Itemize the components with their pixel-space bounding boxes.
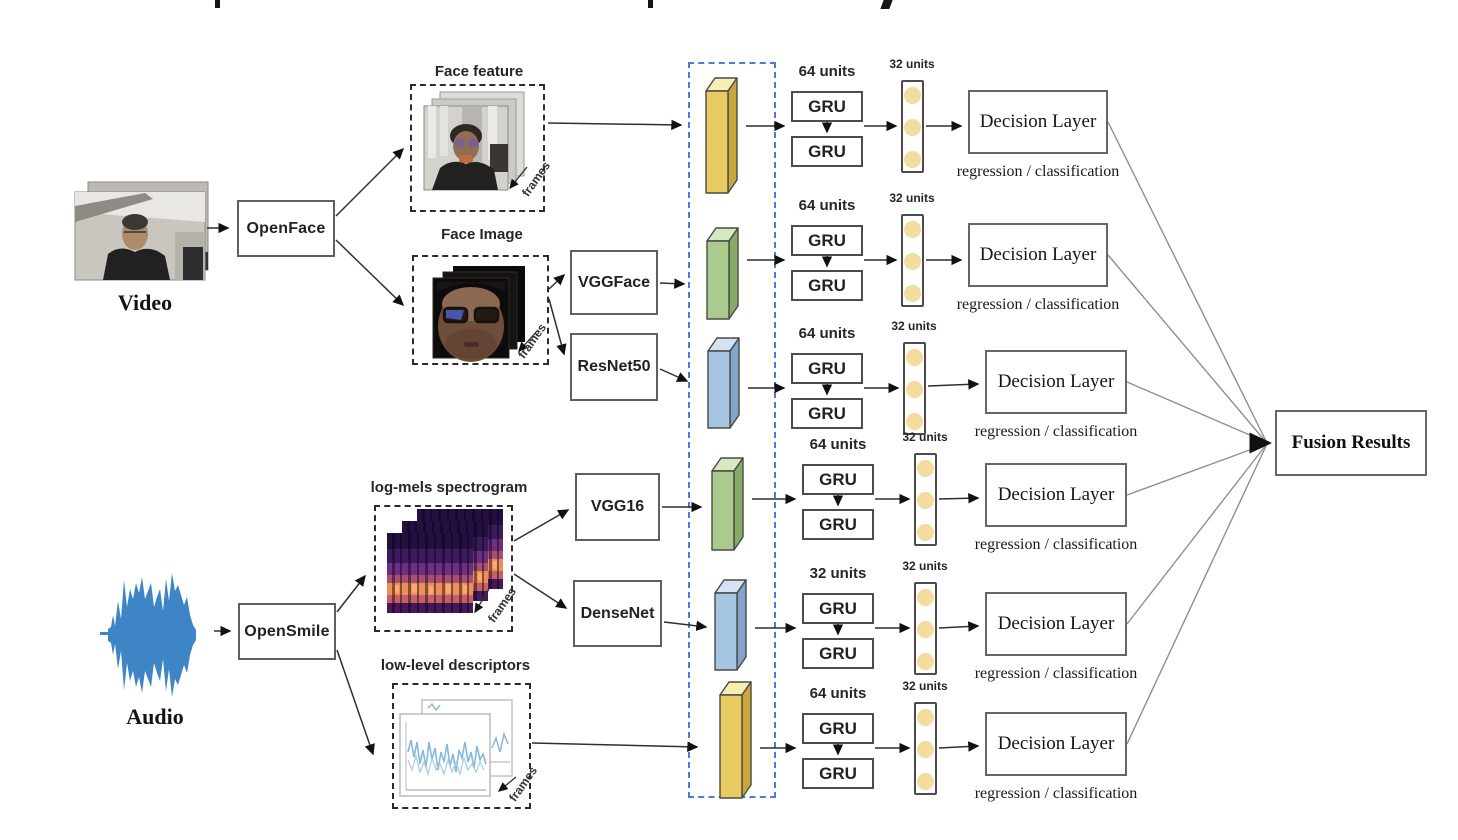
lld-label: low-level descriptors <box>380 657 531 674</box>
gru-label: GRU <box>808 275 846 295</box>
decision-layer-box: Decision Layer <box>968 90 1108 154</box>
regression-label: regression / classification <box>974 536 1138 553</box>
gru-units-label: 64 units <box>798 63 856 80</box>
gru-label: GRU <box>808 358 846 378</box>
gru-box: GRU <box>791 136 863 167</box>
densenet-box: DenseNet <box>573 580 662 647</box>
vggface-label: VGGFace <box>577 273 651 291</box>
resnet50-box: ResNet50 <box>570 333 658 401</box>
unit-column <box>901 214 924 307</box>
regression-label: regression / classification <box>974 423 1138 440</box>
openface-label: OpenFace <box>246 219 326 237</box>
gru-box: GRU <box>791 225 863 256</box>
video-thumbnail <box>74 181 209 281</box>
gru-box: GRU <box>791 398 863 429</box>
openface-box: OpenFace <box>237 200 335 257</box>
face-feature-label: Face feature <box>434 63 524 80</box>
unit-column <box>901 80 924 173</box>
unit-column <box>903 342 926 435</box>
regression-label: regression / classification <box>974 665 1138 682</box>
gru-units-label: 64 units <box>798 325 856 342</box>
output-units-label: 32 units <box>889 57 935 71</box>
decision-label: Decision Layer <box>979 111 1097 132</box>
decision-layer-box: Decision Layer <box>985 350 1127 414</box>
face-image-label: Face Image <box>441 226 523 243</box>
gru-label: GRU <box>808 141 846 161</box>
decision-label: Decision Layer <box>979 244 1097 265</box>
decision-label: Decision Layer <box>997 733 1115 754</box>
output-units-label: 32 units <box>889 191 935 205</box>
spectrogram-group-box <box>374 505 513 632</box>
gru-label: GRU <box>808 96 846 116</box>
gru-units-label: 64 units <box>809 436 867 453</box>
regression-label: regression / classification <box>956 163 1120 180</box>
fusion-results-box: Fusion Results <box>1275 410 1427 476</box>
gru-label: GRU <box>819 718 857 738</box>
gru-box: GRU <box>802 464 874 495</box>
gru-box: GRU <box>802 509 874 540</box>
gru-box: GRU <box>802 638 874 669</box>
densenet-label: DenseNet <box>580 604 655 622</box>
gru-label: GRU <box>819 598 857 618</box>
gru-units-label: 64 units <box>798 197 856 214</box>
feature-tensor-region <box>688 62 776 798</box>
cropped-text-fragment <box>648 0 653 8</box>
logmels-label: log-mels spectrogram <box>370 479 528 496</box>
gru-units-label: 64 units <box>809 685 867 702</box>
gru-box: GRU <box>802 713 874 744</box>
audio-label: Audio <box>126 704 184 729</box>
output-units-label: 32 units <box>902 559 948 573</box>
decision-layer-box: Decision Layer <box>985 592 1127 656</box>
vggface-box: VGGFace <box>570 250 658 315</box>
cropped-text-fragment <box>880 0 893 9</box>
cropped-text-fragment <box>215 0 220 8</box>
unit-column <box>914 582 937 675</box>
decision-label: Decision Layer <box>997 484 1115 505</box>
gru-label: GRU <box>819 763 857 783</box>
gru-label: GRU <box>808 230 846 250</box>
gru-box: GRU <box>791 270 863 301</box>
gru-label: GRU <box>819 643 857 663</box>
video-label: Video <box>117 290 173 315</box>
regression-label: regression / classification <box>974 785 1138 802</box>
audio-waveform <box>100 573 196 697</box>
face-image-group-box <box>412 255 549 365</box>
opensmile-label: OpenSmile <box>244 622 330 640</box>
vgg16-label: VGG16 <box>590 498 645 515</box>
gru-label: GRU <box>808 403 846 423</box>
decision-layer-box: Decision Layer <box>968 223 1108 287</box>
vgg16-box: VGG16 <box>575 473 660 541</box>
unit-column <box>914 702 937 795</box>
gru-box: GRU <box>791 91 863 122</box>
gru-units-label: 32 units <box>809 565 867 582</box>
gru-box: GRU <box>802 758 874 789</box>
output-units-label: 32 units <box>902 430 948 444</box>
fusion-results-label: Fusion Results <box>1291 432 1411 453</box>
decision-label: Decision Layer <box>997 371 1115 392</box>
lld-group-box <box>392 683 531 809</box>
output-units-label: 32 units <box>902 679 948 693</box>
face-feature-group-box <box>410 84 545 212</box>
output-units-label: 32 units <box>891 319 937 333</box>
gru-box: GRU <box>802 593 874 624</box>
decision-layer-box: Decision Layer <box>985 712 1127 776</box>
regression-label: regression / classification <box>956 296 1120 313</box>
decision-layer-box: Decision Layer <box>985 463 1127 527</box>
gru-box: GRU <box>791 353 863 384</box>
unit-column <box>914 453 937 546</box>
resnet50-label: ResNet50 <box>577 358 651 375</box>
gru-label: GRU <box>819 469 857 489</box>
gru-label: GRU <box>819 514 857 534</box>
decision-label: Decision Layer <box>997 613 1115 634</box>
opensmile-box: OpenSmile <box>238 603 336 660</box>
